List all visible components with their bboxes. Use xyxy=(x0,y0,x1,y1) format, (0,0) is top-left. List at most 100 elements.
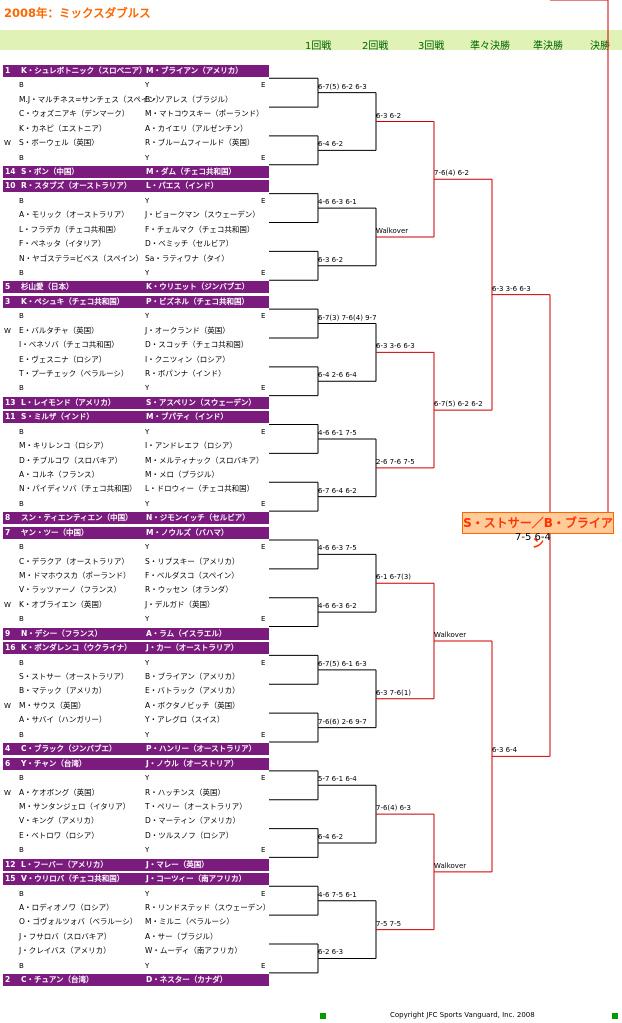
seed-number: 5 xyxy=(5,282,11,292)
seed-number: 16 xyxy=(5,643,16,653)
player-two: M・ブパティ（インド） xyxy=(146,412,229,422)
match-score: 5-7 6-1 6-4 xyxy=(318,775,357,784)
round-header-r1: 1回戦 xyxy=(305,41,332,52)
player-two: E・バトラック（アメリカ） xyxy=(145,686,240,696)
match-score: 6-1 6-7(3) xyxy=(376,573,412,582)
player-one: S・ボーウェル（英国） xyxy=(19,138,99,148)
player-two: Y xyxy=(145,774,150,783)
player-one: O・ゴヴォルツォバ（ベラルーシ） xyxy=(19,917,138,927)
round-header-qf: 準々決勝 xyxy=(470,41,510,52)
match-score: 4-6 6-3 6-1 xyxy=(318,198,357,207)
player-one: N・ヤゴステラ=ビベス（スペイン） xyxy=(19,253,144,263)
player-two: Y xyxy=(145,961,150,970)
player-one: B xyxy=(19,312,24,321)
seed-number: 11 xyxy=(5,412,16,422)
draw-row: 5 杉山愛（日本） K・ウリエット（ジンバブエ） xyxy=(3,281,269,294)
player-two: P・ハンリー（オーストラリア） xyxy=(146,744,257,754)
player-two: M・ダム（チェコ共和国） xyxy=(146,167,236,176)
player-one: A・コルネ（フランス） xyxy=(19,470,99,480)
player-two: Y xyxy=(145,846,150,855)
player-one: K・カネピ（エストニア） xyxy=(19,123,107,133)
player-two: M・ミルニ（ベラルーシ） xyxy=(145,917,234,927)
page-title: 2008年：ミックスダブルス xyxy=(4,6,151,20)
player-two: I・クニツィン（ロシア） xyxy=(145,354,230,364)
player-two: D・スコッチ（チェコ共和国） xyxy=(145,340,249,350)
player-two: R・リンドステッド（スウェーデン） xyxy=(145,902,271,912)
player-two: K・ウリエット（ジンバブエ） xyxy=(146,282,250,292)
player-two: N・ジモンイッチ（セルビア） xyxy=(146,513,250,523)
player-two: D・ベミッチ（セルビア） xyxy=(145,239,234,249)
player-one: A・サバイ（ハンガリー） xyxy=(19,715,107,725)
player-one: S・ミルザ（インド） xyxy=(21,412,94,422)
player-one: B xyxy=(19,889,24,898)
seed-number: 15 xyxy=(5,874,16,884)
player-one: B・マテック（アメリカ） xyxy=(19,686,107,696)
player-two: Y xyxy=(145,384,150,393)
wildcard-marker: W xyxy=(4,139,11,148)
player-one: M・ドマホウスカ（ポーランド） xyxy=(19,571,131,581)
bye-marker: E xyxy=(261,81,266,90)
round-header-final: 決勝 xyxy=(590,41,610,52)
round-header-r2: 2回戦 xyxy=(362,41,389,52)
player-one: K・シュレボトニック（スロベニア） xyxy=(21,66,147,75)
player-two: P・ビズネル（チェコ共和国） xyxy=(146,296,249,306)
seed-number: 9 xyxy=(5,628,11,638)
round-header-bar xyxy=(0,30,622,50)
player-one: V・ウリロバ（チェコ共和国） xyxy=(21,874,125,884)
player-two: J・コーツィー（南アフリカ） xyxy=(146,874,247,884)
wildcard-marker: W xyxy=(4,788,11,797)
player-one: B xyxy=(19,499,24,508)
seed-number: 7 xyxy=(5,527,11,537)
player-one: K・ボンダレンコ（ウクライナ） xyxy=(21,643,132,653)
player-one: A・モリック（オーストラリア） xyxy=(19,210,129,220)
player-two: F・ベルダスコ（スペイン） xyxy=(145,571,239,581)
player-one: F・ペネッタ（イタリア） xyxy=(19,239,106,249)
player-one: E・ヴェスニナ（ロシア） xyxy=(19,354,107,364)
footer-square-icon xyxy=(320,1013,326,1019)
player-one: T・プーチェック（ベラルーシ） xyxy=(19,369,129,379)
player-two: R・ボパンナ（インド） xyxy=(145,369,226,379)
copyright: Copyright JFC Sports Vanguard, Inc. 2008 xyxy=(390,1011,535,1019)
player-two: J・マレー（英国） xyxy=(146,859,209,869)
player-one: B xyxy=(19,196,24,205)
player-two: D・ツルスノフ（ロシア） xyxy=(145,830,234,840)
player-one: M.J・マルチネス=サンチェス（スペイン） xyxy=(19,94,164,104)
player-one: B xyxy=(19,615,24,624)
player-two: F・チェルマク（チェコ共和国） xyxy=(145,224,255,234)
player-one: B xyxy=(19,384,24,393)
match-score: 7-5 7-5 xyxy=(376,919,402,928)
player-two: L・ドロウィー（チェコ共和国） xyxy=(145,484,255,494)
match-score: 7-6(6) 2-6 9-7 xyxy=(318,717,367,726)
player-two: R・ハッチンス（英国） xyxy=(145,787,226,797)
bye-marker: E xyxy=(261,961,266,970)
seed-number: 13 xyxy=(5,397,16,407)
player-one: V・キング（アメリカ） xyxy=(19,816,99,826)
player-two: M・メルティナック（スロバキア） xyxy=(145,455,264,465)
player-one: M・サウス（英国） xyxy=(19,700,86,710)
player-one: R・スタブズ（オーストラリア） xyxy=(21,181,132,191)
match-score: 6-4 6-2 xyxy=(318,833,344,841)
bye-marker: E xyxy=(261,543,266,552)
seed-number: 8 xyxy=(5,513,11,523)
bye-marker: E xyxy=(261,658,266,667)
player-one: 杉山愛（日本） xyxy=(21,282,74,292)
player-two: Y xyxy=(145,658,150,667)
player-two: Y xyxy=(145,543,150,552)
player-two: A・ボクタノビッチ（英国） xyxy=(145,700,240,710)
seed-number: 12 xyxy=(5,859,16,869)
match-score: 4-6 6-3 6-2 xyxy=(318,602,357,611)
bye-marker: E xyxy=(261,499,266,508)
player-one: E・バルタチャ（英国） xyxy=(19,325,99,335)
player-two: D・ネスター（カナダ） xyxy=(146,975,228,985)
player-two: Y xyxy=(145,615,150,624)
player-one: L・レイモンド（アメリカ） xyxy=(21,397,116,407)
player-one: N・デシー（フランス） xyxy=(21,628,103,638)
player-two: Y xyxy=(145,730,150,739)
player-one: K・ペシュキ（チェコ共和国） xyxy=(21,296,125,306)
match-score: 6-3 7-6(1) xyxy=(376,688,412,697)
